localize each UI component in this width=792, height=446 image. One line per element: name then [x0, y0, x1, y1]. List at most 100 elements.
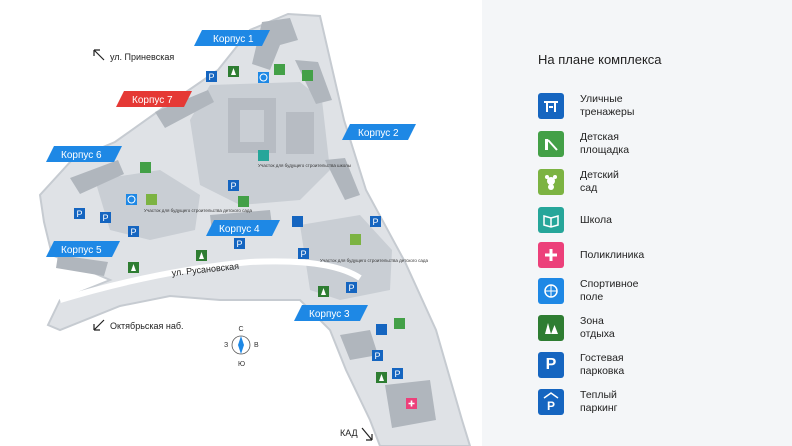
legend-item-playground: Детская площадка [538, 130, 680, 158]
compass: С Ю З В [224, 326, 259, 368]
guest-parking-icon: P [372, 350, 383, 361]
recreation-zone-icon [228, 66, 239, 77]
sports-field-icon [538, 278, 564, 304]
recreation-zone-icon [376, 372, 387, 383]
clinic-icon [538, 242, 564, 268]
block-k6 [70, 160, 124, 194]
legend-item-school: Школа [538, 206, 680, 234]
playground-icon [274, 64, 285, 75]
sports-field-icon [126, 194, 137, 205]
school-icon [258, 150, 269, 161]
block-k7 [155, 90, 214, 128]
street-label-kad: КАД [340, 428, 358, 438]
recreation-zone-icon [538, 315, 564, 341]
arrow-up-left-icon [93, 49, 105, 61]
svg-text:Ю: Ю [238, 361, 245, 368]
playground-icon [140, 162, 151, 173]
playground-icon [238, 196, 249, 207]
street-label-oktyabrskaya: Октябрьская наб. [110, 321, 184, 331]
svg-text:P: P [301, 249, 307, 259]
block-k2 [325, 158, 360, 200]
kindergarten-plot-right-caption: Участок для будущего строительства детск… [320, 258, 429, 263]
warm-parking-icon: P [234, 238, 245, 249]
arrow-down-right-icon [361, 427, 373, 441]
playground-icon [394, 318, 405, 329]
building-label-k7[interactable]: Корпус 7 [116, 91, 192, 107]
svg-text:P: P [103, 213, 109, 223]
exercise-equipment-icon [292, 216, 303, 227]
svg-text:P: P [547, 399, 555, 412]
school-plot-caption: Участок для будущего строительства школы [258, 163, 351, 168]
svg-text:P: P [373, 217, 379, 227]
recreation-zone-icon [128, 262, 139, 273]
building-label-k2[interactable]: Корпус 2 [342, 124, 416, 140]
kindergarten-icon [538, 169, 564, 195]
school-icon [538, 207, 564, 233]
warm-parking-icon: P [392, 368, 403, 379]
block-k3 [340, 330, 378, 360]
sports-pitch [286, 112, 314, 154]
building-label-k3[interactable]: Корпус 3 [294, 305, 368, 321]
legend-item-recreation: Зона отдыха [538, 314, 680, 342]
kindergarten-icon [146, 194, 157, 205]
warm-parking-icon: P [100, 212, 111, 223]
svg-text:Корпус 6: Корпус 6 [61, 150, 102, 161]
recreation-zone-icon [318, 286, 329, 297]
legend-item-clinic: Поликлиника [538, 241, 680, 269]
building-label-k4[interactable]: Корпус 4 [206, 220, 280, 236]
guest-parking-icon: P [74, 208, 85, 219]
legend-item-kindergarten: Детский сад [538, 168, 680, 196]
svg-text:P: P [237, 239, 243, 249]
svg-text:З: З [224, 342, 228, 349]
kindergarten-icon [350, 234, 361, 245]
svg-text:Корпус 2: Корпус 2 [358, 128, 399, 139]
street-label-prinevskaya: ул. Приневская [110, 52, 174, 62]
guest-parking-icon: P [128, 226, 139, 237]
kindergarten-zone-right [300, 215, 392, 300]
svg-text:Корпус 5: Корпус 5 [61, 245, 102, 256]
playground-icon [302, 70, 313, 81]
guest-parking-icon: P [206, 71, 217, 82]
warm-parking-icon: P [538, 389, 564, 415]
rusanovskaya-street [59, 258, 362, 303]
playground-icon [538, 131, 564, 157]
svg-text:С: С [239, 326, 244, 333]
arrow-down-left-icon [93, 319, 105, 331]
kindergarten-plot-left-caption: Участок для будущего строительства детск… [144, 208, 253, 213]
legend-item-sports-field: Спортивное поле [538, 277, 680, 305]
svg-text:P: P [375, 351, 381, 361]
legend-item-warm-parking: P Теплый паркинг [538, 388, 680, 416]
clinic-icon [406, 398, 417, 409]
svg-text:Корпус 1: Корпус 1 [213, 34, 254, 45]
svg-text:P: P [209, 72, 215, 82]
svg-text:P: P [349, 283, 355, 293]
legend-panel: На плане комплекса Уличные тренажеры Дет… [482, 0, 792, 446]
exercise-equipment-icon [376, 324, 387, 335]
svg-text:P: P [131, 227, 137, 237]
sports-field-icon [258, 72, 269, 83]
svg-text:Корпус 3: Корпус 3 [309, 309, 350, 320]
site-map: Участок для будущего строительства школы… [38, 12, 472, 446]
building-label-k6[interactable]: Корпус 6 [46, 146, 122, 162]
guest-parking-icon: P [538, 352, 564, 378]
svg-text:Корпус 4: Корпус 4 [219, 224, 260, 235]
svg-text:В: В [254, 342, 259, 349]
guest-parking-icon: P [346, 282, 357, 293]
building-courtyard [240, 110, 264, 142]
building-label-k1[interactable]: Корпус 1 [194, 30, 270, 46]
svg-text:P: P [77, 209, 83, 219]
legend-title: На плане комплекса [538, 52, 662, 67]
block-k5 [56, 255, 108, 276]
building-label-k5[interactable]: Корпус 5 [46, 241, 120, 257]
recreation-zone-icon [196, 250, 207, 261]
svg-text:P: P [231, 181, 237, 191]
legend-item-exercise: Уличные тренажеры [538, 92, 680, 120]
exercise-equipment-icon [538, 93, 564, 119]
guest-parking-icon: P [298, 248, 309, 259]
guest-parking-icon: P [228, 180, 239, 191]
legend-item-guest-parking: P Гостевая парковка [538, 351, 680, 379]
svg-text:P: P [395, 369, 401, 379]
site-plan-svg: Участок для будущего строительства школы… [38, 12, 472, 446]
warm-parking-icon: P [370, 216, 381, 227]
svg-text:Корпус 7: Корпус 7 [132, 95, 173, 106]
